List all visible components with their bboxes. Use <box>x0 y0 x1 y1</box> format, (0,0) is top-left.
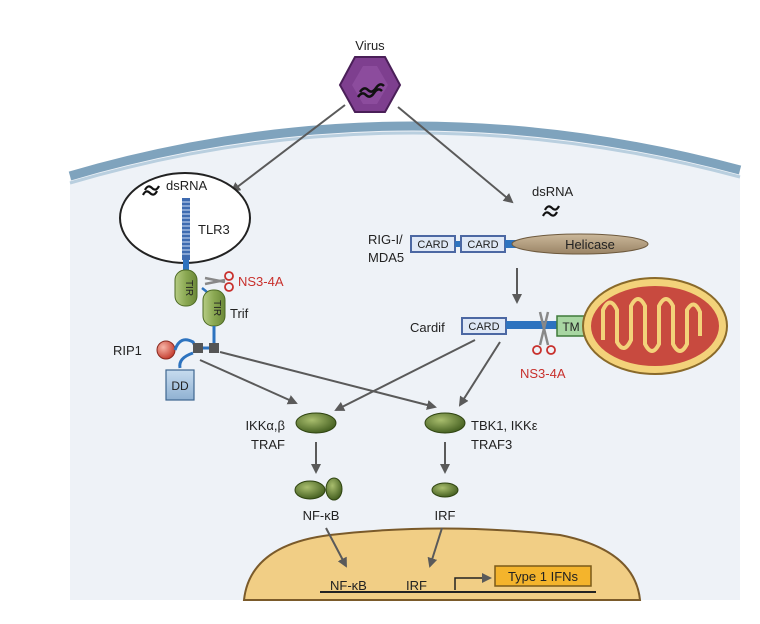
trif-linker-box-2 <box>209 343 219 353</box>
trif-linker-box-1 <box>193 343 203 353</box>
irf-gene-label: IRF <box>406 578 427 593</box>
trif-label: Trif <box>230 306 249 321</box>
dsrna-label-right: dsRNA <box>532 184 574 199</box>
ns3-4a-label-left: NS3-4A <box>238 274 284 289</box>
traf-label: TRAF <box>251 437 285 452</box>
irf-label: IRF <box>435 508 456 523</box>
scissors-icon-right <box>532 311 556 355</box>
svg-text:TIR: TIR <box>183 280 194 296</box>
cardif-label: Cardif <box>410 320 445 335</box>
tlr3-receptor <box>182 198 190 272</box>
ikk-complex-icon <box>295 412 337 434</box>
type1-ifns-box: Type 1 IFNs <box>494 565 592 587</box>
dd-domain <box>165 369 195 401</box>
nfkb-icon <box>294 477 343 501</box>
plasma-membrane <box>68 121 742 181</box>
svg-text:TM: TM <box>562 320 579 334</box>
arrow-irf-to-nucleus <box>427 527 443 568</box>
dsrna-icon-right <box>542 205 560 217</box>
nucleus <box>242 527 642 601</box>
scissors-icon-left <box>204 271 234 292</box>
rip1-label: RIP1 <box>113 343 142 358</box>
tbk1-label: TBK1, IKKε <box>471 418 538 433</box>
svg-text:TIR: TIR <box>211 300 222 316</box>
arrow-cardif-to-tbk1 <box>458 341 501 407</box>
ns3-4a-label-right: NS3-4A <box>520 366 566 381</box>
tir-domain-tlr3: TIR <box>174 269 198 307</box>
irf-icon <box>431 482 459 498</box>
traf3-label: TRAF3 <box>471 437 512 452</box>
svg-text:Helicase: Helicase <box>565 237 615 252</box>
arrow-virus-to-cytoplasm <box>397 106 514 204</box>
mda5-label: MDA5 <box>368 250 404 265</box>
dsrna-icon-left <box>142 185 160 196</box>
svg-text:CARD: CARD <box>468 321 499 333</box>
tir-domain-trif: TIR <box>202 289 226 327</box>
nfkb-label: NF-κB <box>303 508 340 523</box>
nfkb-gene-label: NF-κB <box>330 578 367 593</box>
svg-text:CARD: CARD <box>467 239 498 251</box>
rig-i-card-2: CARD <box>460 235 506 253</box>
tlr3-label: TLR3 <box>198 222 230 237</box>
rip1-icon <box>156 340 176 360</box>
tm-domain: TM <box>556 315 586 337</box>
arrow-nfkb-to-nucleus <box>325 527 347 568</box>
rig-i-card-1: CARD <box>410 235 456 253</box>
mitochondrion-icon <box>582 277 728 375</box>
arrow-virus-to-endosome <box>230 104 346 193</box>
arrow-cardif-to-ikk <box>334 339 476 411</box>
dsrna-label-left: dsRNA <box>166 178 208 193</box>
svg-text:Type 1 IFNs: Type 1 IFNs <box>508 569 579 584</box>
virus-icon <box>338 56 402 113</box>
ikk-ab-label: IKKα,β <box>245 418 285 433</box>
svg-text:CARD: CARD <box>417 239 448 251</box>
arrow-trif-to-ikk <box>199 359 298 405</box>
transcription-start-arrow <box>454 573 492 590</box>
tbk1-complex-icon <box>424 412 466 434</box>
virus-label: Virus <box>355 38 385 53</box>
arrow-trif-to-tbk1 <box>219 351 437 410</box>
rig-i-label: RIG-I/ <box>368 232 403 247</box>
helicase-domain: Helicase <box>511 233 649 255</box>
dd-label: DD <box>171 379 189 393</box>
cardif-card: CARD <box>461 317 507 335</box>
